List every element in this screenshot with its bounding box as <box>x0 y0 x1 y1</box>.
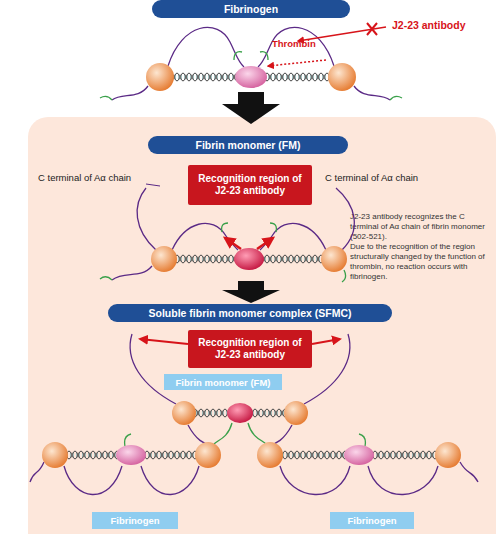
coiled-coil <box>270 448 448 462</box>
node-text: Fibrinogen <box>224 3 278 15</box>
a-alpha-chain <box>168 27 244 67</box>
node-text: Fibrin monomer (FM) <box>176 377 271 388</box>
a-alpha-chain <box>130 334 176 404</box>
binding-site <box>125 423 366 446</box>
binding-site <box>100 223 346 282</box>
recognition-arrow <box>140 339 188 344</box>
chain-tail <box>188 425 292 446</box>
a-alpha-chain <box>30 462 199 495</box>
stage-header: Fibrinogen <box>152 0 350 18</box>
d-domain <box>172 401 196 425</box>
recognition-arrow <box>312 339 340 344</box>
terminus-label: C terminal of Aα chain <box>325 172 418 183</box>
step-arrow <box>222 92 280 124</box>
step-arrow <box>222 281 280 303</box>
e-domain <box>227 403 253 423</box>
recognition-box: Recognition region of J2-23 antibody <box>188 330 312 368</box>
d-domain <box>42 442 68 468</box>
d-domain <box>284 401 308 425</box>
a-alpha-chain <box>137 188 156 250</box>
process-panel: J2-23 antibody recognizes the C terminal… <box>28 117 496 534</box>
node-text: Fibrinogen <box>347 515 396 526</box>
e-domain <box>344 445 374 465</box>
component-tag: Fibrinogen <box>92 512 178 529</box>
enzyme-label: Thrombin <box>272 38 316 49</box>
component-tag: Fibrinogen <box>330 512 414 529</box>
chain-loop <box>260 223 326 250</box>
fibrin-monomer-molecule <box>100 188 354 282</box>
node-text: Recognition region of J2-23 antibody <box>194 173 306 197</box>
thrombin-arrow <box>268 60 326 66</box>
leader-line <box>146 184 160 186</box>
chain-tail <box>112 266 152 280</box>
node-text: Fibrinogen <box>110 515 159 526</box>
d-domain <box>195 442 221 468</box>
a-alpha-chain <box>336 188 354 250</box>
coiled-coil <box>164 252 334 266</box>
terminus-label: C terminal of Aα chain <box>38 172 131 183</box>
d-domain <box>321 246 347 272</box>
e-domain <box>235 66 267 88</box>
sfmc-molecule <box>30 334 478 495</box>
d-domain <box>151 246 177 272</box>
a-alpha-chain <box>280 462 478 495</box>
note-block: J2-23 antibody recognizes the C terminal… <box>350 212 494 282</box>
no-reaction-cross <box>367 23 377 35</box>
d-domain <box>328 63 356 91</box>
a-alpha-chain <box>258 27 334 67</box>
note-text: J2-23 antibody recognizes the C terminal… <box>350 212 494 242</box>
stage-header: Soluble fibrin monomer complex (SFMC) <box>108 304 392 322</box>
antibody-arrow <box>298 27 386 41</box>
node-text: Soluble fibrin monomer complex (SFMC) <box>148 307 351 319</box>
chain-tail <box>354 86 390 100</box>
fibrinopeptide <box>100 52 402 100</box>
recognition-box: Recognition region of J2-23 antibody <box>188 165 312 205</box>
stage-header: Fibrin monomer (FM) <box>148 136 348 154</box>
node-text: Recognition region of J2-23 antibody <box>194 337 306 361</box>
d-domain <box>435 442 461 468</box>
d-domain <box>146 63 174 91</box>
fibrinogen-molecule <box>100 27 402 100</box>
note-text: Due to the recognition of the region str… <box>350 242 494 282</box>
e-domain <box>116 445 146 465</box>
release-arrow <box>257 238 273 249</box>
a-alpha-chain <box>304 334 350 404</box>
coiled-coil <box>55 448 208 462</box>
component-tag: Fibrin monomer (FM) <box>164 374 282 390</box>
chain-loop <box>172 223 238 250</box>
e-domain <box>234 248 264 270</box>
d-domain <box>257 442 283 468</box>
chain-tail <box>112 86 148 100</box>
coiled-coil <box>160 70 342 84</box>
antibody-label: J2-23 antibody <box>392 19 466 31</box>
coiled-coil <box>184 406 296 420</box>
release-arrow <box>225 238 241 249</box>
node-text: Fibrin monomer (FM) <box>196 139 301 151</box>
